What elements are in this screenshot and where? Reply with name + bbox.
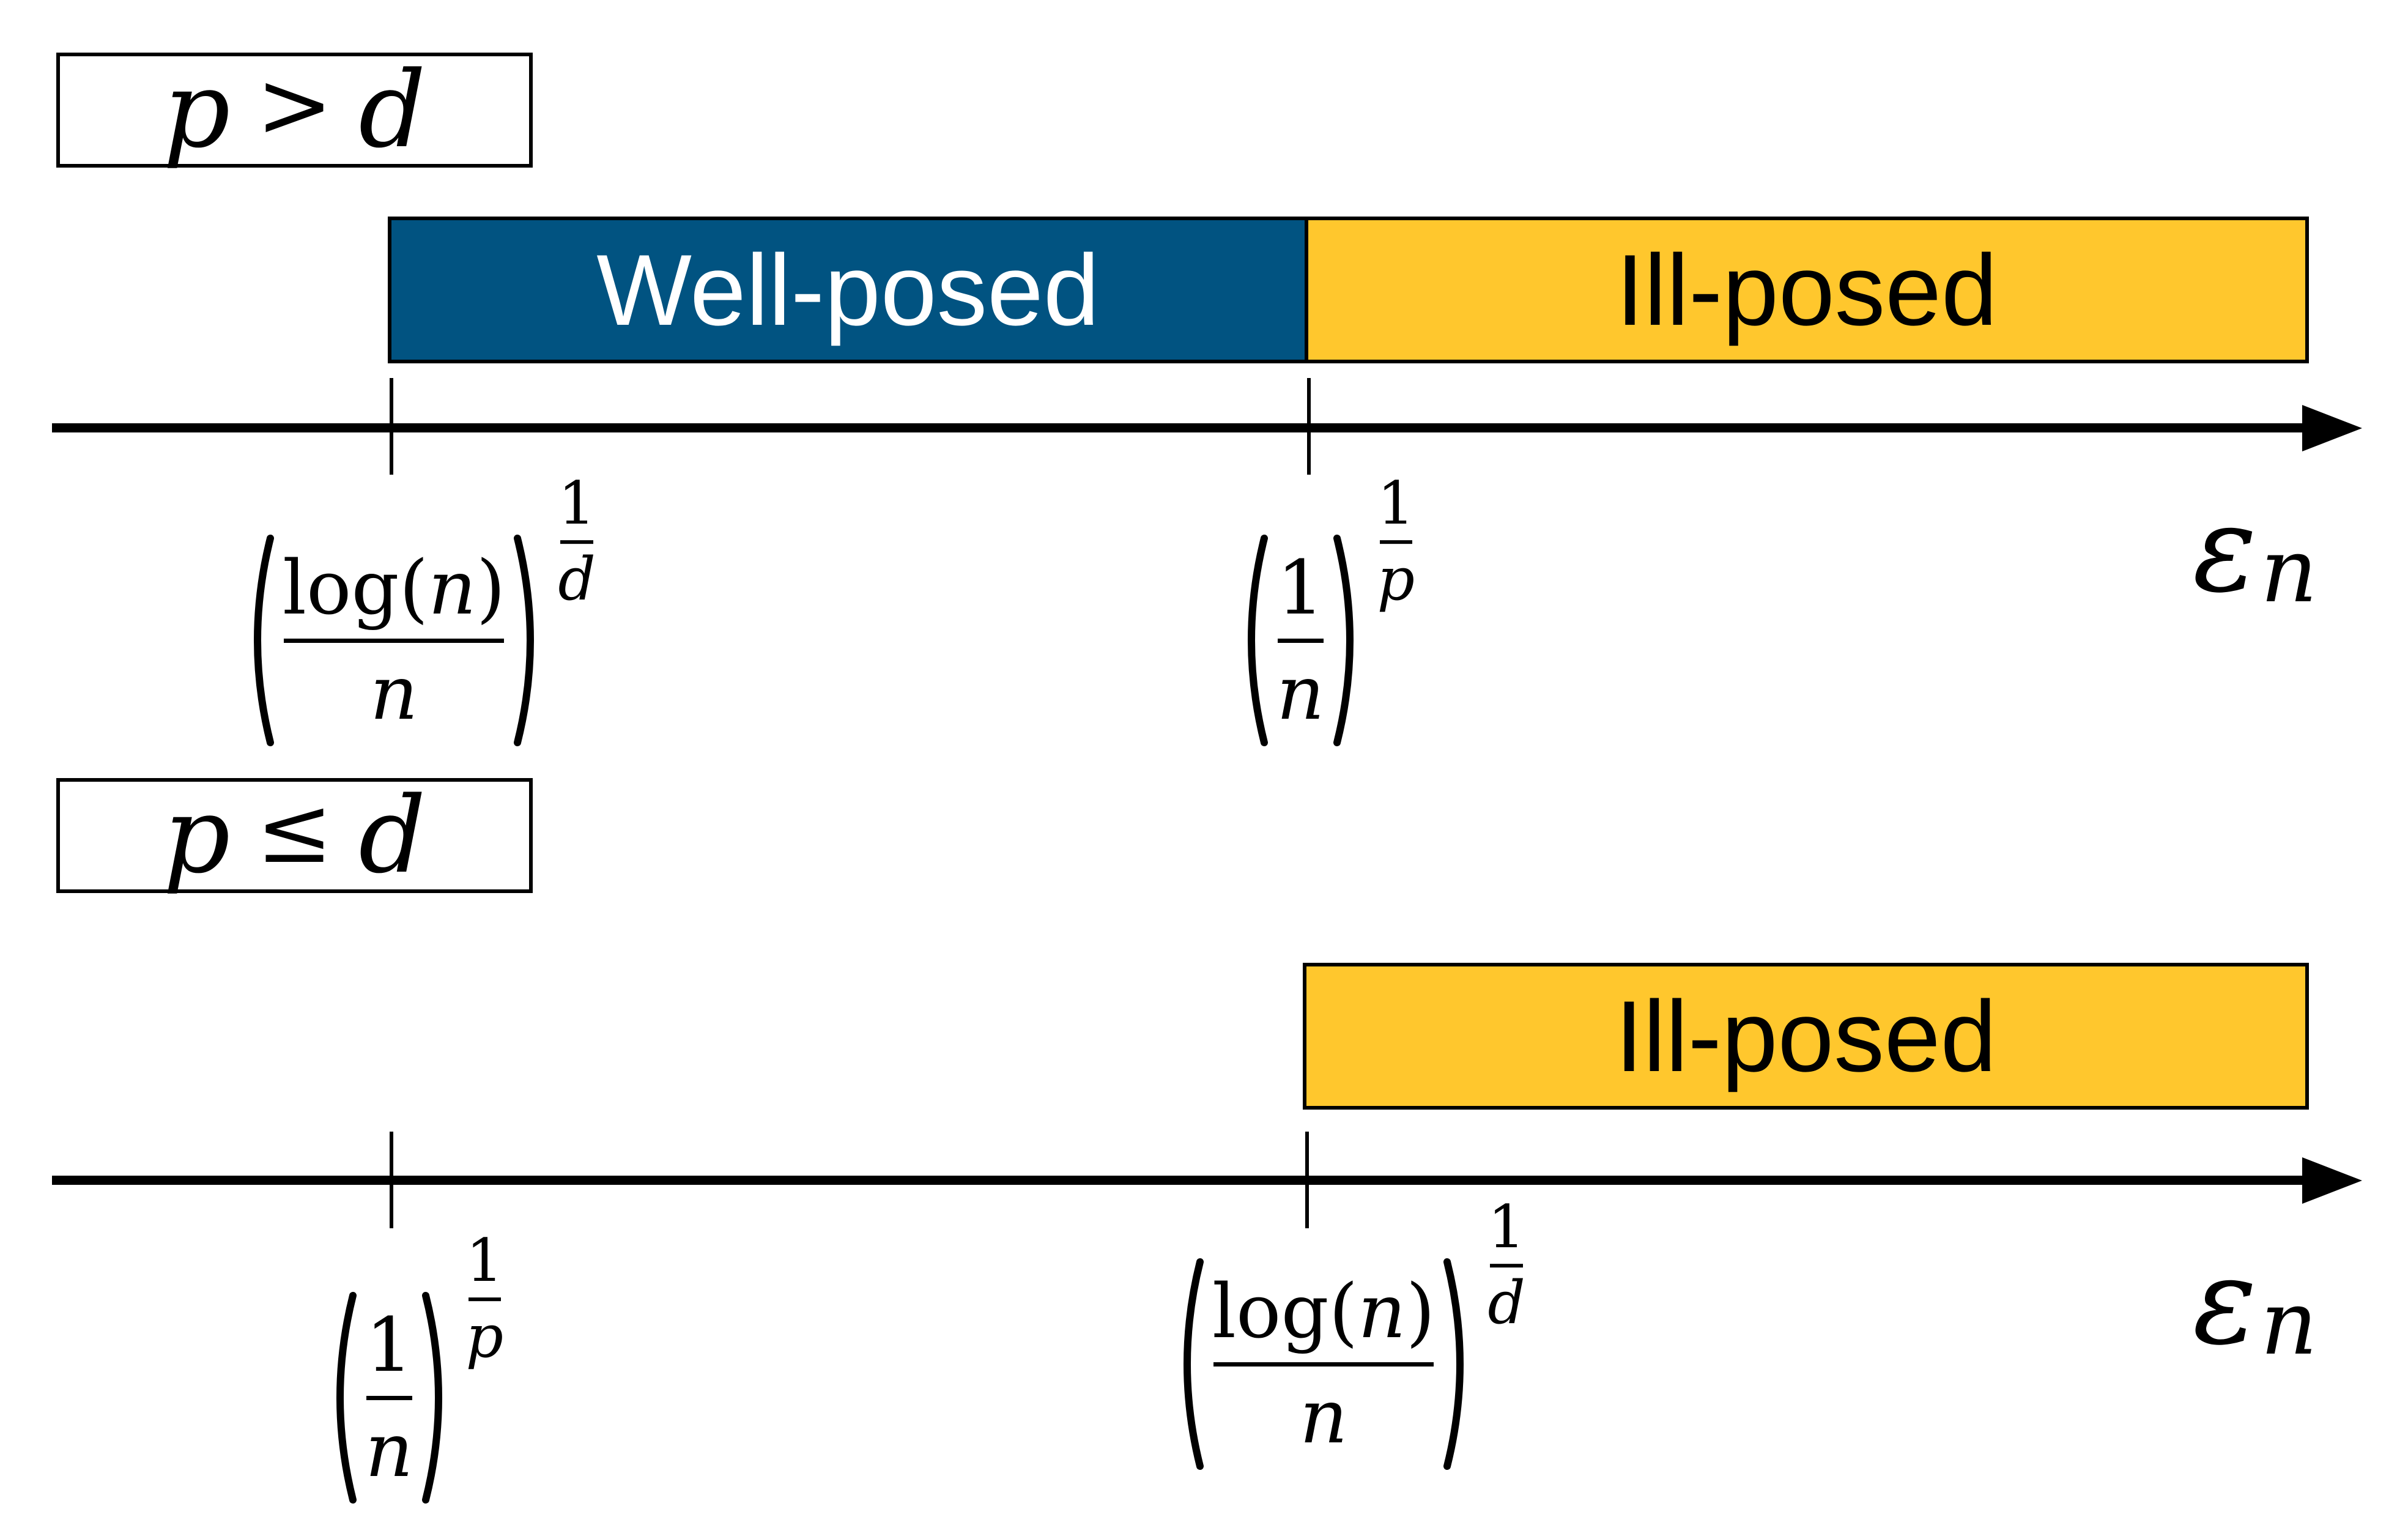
tick-label-1n-pow-1p-bottom: 1 n 1 p xyxy=(321,1229,503,1505)
left-paren-icon xyxy=(239,533,278,747)
regime-bar-bottom: Ill-posed xyxy=(1303,963,2309,1110)
epsilon-symbol: ε xyxy=(2193,480,2257,618)
condition-box-p-gt-d: p > d xyxy=(56,53,533,168)
axis-tick-top-right xyxy=(1307,378,1311,475)
exponent-fraction: 1 d xyxy=(558,472,595,612)
axis-arrowhead-icon-bottom xyxy=(2302,1157,2362,1204)
fraction-denominator: n xyxy=(1299,1373,1348,1460)
condition-text: p ≤ d xyxy=(163,783,426,888)
exponent-denominator: p xyxy=(1377,544,1415,614)
exponent-bar xyxy=(1379,540,1413,544)
fraction-denominator: n xyxy=(369,649,418,736)
fraction-bar xyxy=(284,638,505,643)
exponent-fraction: 1 d xyxy=(1487,1195,1525,1335)
exponent-denominator: p xyxy=(465,1302,504,1371)
well-posed-label: Well-posed xyxy=(596,233,1100,346)
condition-text: p > d xyxy=(163,57,426,163)
axis-tick-bottom-right xyxy=(1305,1132,1309,1228)
tick-label-1n-pow-1p: 1 n 1 p xyxy=(1232,472,1415,747)
ill-posed-bar-top: Ill-posed xyxy=(1308,220,2305,360)
exponent-denominator: d xyxy=(558,544,596,614)
fraction-numerator: 1 xyxy=(365,1302,413,1389)
greater-than-operator: > xyxy=(256,52,333,158)
fraction-numerator: log(n) xyxy=(1212,1268,1436,1355)
well-posed-bar: Well-posed xyxy=(391,220,1308,360)
left-paren-icon xyxy=(1232,533,1272,747)
less-equal-operator: ≤ xyxy=(256,777,333,884)
tick-label-lognn-pow-1d-bottom: log(n) n 1 d xyxy=(1168,1195,1525,1471)
right-paren-icon xyxy=(1330,533,1369,747)
exponent-bar xyxy=(560,540,593,544)
fraction-bar xyxy=(366,1395,412,1400)
exponent-numerator: 1 xyxy=(558,469,596,538)
axis-label-epsilon-n-bottom: ε n xyxy=(2193,1232,2317,1371)
fraction-numerator: log(n) xyxy=(283,544,506,632)
axis-line-top xyxy=(52,423,2310,432)
ill-posed-label-top: Ill-posed xyxy=(1616,233,1998,346)
fraction-denominator: n xyxy=(1276,649,1325,736)
fraction-bar xyxy=(1278,638,1324,643)
epsilon-subscript: n xyxy=(2260,519,2318,623)
epsilon-symbol: ε xyxy=(2193,1232,2257,1371)
fraction: log(n) n xyxy=(1207,1257,1440,1471)
tick-label-lognn-pow-1d: log(n) n 1 d xyxy=(239,472,596,747)
axis-label-epsilon-n-top: ε n xyxy=(2193,480,2317,618)
right-paren-icon xyxy=(418,1291,458,1505)
axis-line-bottom xyxy=(52,1176,2310,1185)
condition-lhs: p xyxy=(163,48,231,171)
regime-bar-top: Well-posed Ill-posed xyxy=(388,217,2309,363)
exponent-numerator: 1 xyxy=(1377,469,1415,538)
exponent-fraction: 1 p xyxy=(1377,472,1415,612)
fraction-numerator: 1 xyxy=(1276,544,1325,632)
fraction-denominator: n xyxy=(365,1406,413,1494)
exponent-denominator: d xyxy=(1487,1268,1525,1337)
epsilon-subscript: n xyxy=(2260,1271,2318,1375)
exponent-fraction: 1 p xyxy=(466,1229,503,1369)
exponent-numerator: 1 xyxy=(1487,1193,1525,1262)
axis-tick-bottom-left xyxy=(390,1132,393,1228)
ill-posed-bar-bottom: Ill-posed xyxy=(1306,966,2305,1106)
condition-rhs: d xyxy=(358,774,426,897)
ill-posed-label-bottom: Ill-posed xyxy=(1615,979,1997,1092)
right-paren-icon xyxy=(510,533,549,747)
exponent-numerator: 1 xyxy=(465,1226,503,1296)
right-paren-icon xyxy=(1440,1257,1479,1471)
fraction: 1 n xyxy=(360,1291,418,1505)
condition-rhs: d xyxy=(358,48,426,171)
condition-lhs: p xyxy=(163,774,231,897)
fraction: log(n) n xyxy=(278,533,510,747)
fraction: 1 n xyxy=(1272,533,1330,747)
axis-arrowhead-icon-top xyxy=(2302,405,2362,451)
exponent-bar xyxy=(468,1297,502,1301)
axis-tick-top-left xyxy=(390,378,393,475)
left-paren-icon xyxy=(321,1291,360,1505)
exponent-bar xyxy=(1490,1263,1523,1267)
left-paren-icon xyxy=(1168,1257,1207,1471)
condition-box-p-leq-d: p ≤ d xyxy=(56,778,533,893)
fraction-bar xyxy=(1213,1362,1434,1367)
